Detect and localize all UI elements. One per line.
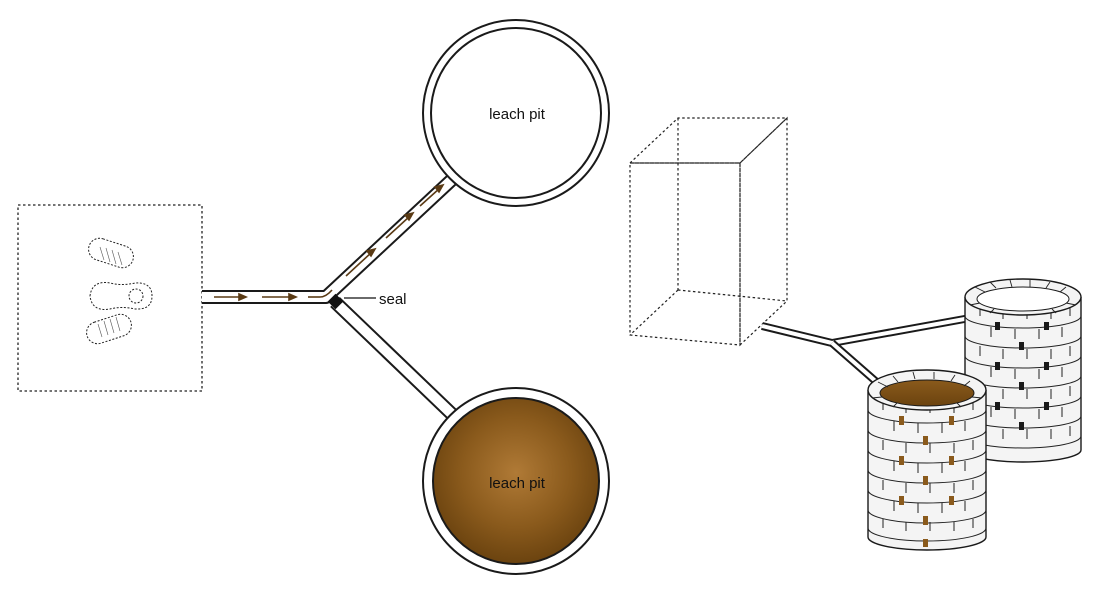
seal-marker [327, 293, 376, 310]
superstructure-box [628, 116, 789, 347]
latrine-enclosure [17, 204, 203, 392]
plan-view: seal leach pit leach pit [17, 19, 610, 575]
brick-pit-back [964, 278, 1082, 463]
footrest-texture [97, 246, 123, 338]
leach-pit-bottom [422, 387, 610, 575]
leach-pit-bottom-label: leach pit [489, 475, 546, 492]
footrest-icon [86, 237, 153, 345]
pipe-to-bottom-pit [330, 296, 463, 426]
leach-pit-top-label: leach pit [489, 106, 546, 123]
leach-pit-top [422, 19, 610, 207]
brick-pit-front [867, 369, 987, 551]
flow-arrows [214, 183, 445, 302]
iso-pipes [761, 314, 971, 389]
isometric-view [628, 116, 1082, 551]
seal-label: seal [379, 291, 407, 308]
pipe-to-top-pit [314, 168, 463, 304]
